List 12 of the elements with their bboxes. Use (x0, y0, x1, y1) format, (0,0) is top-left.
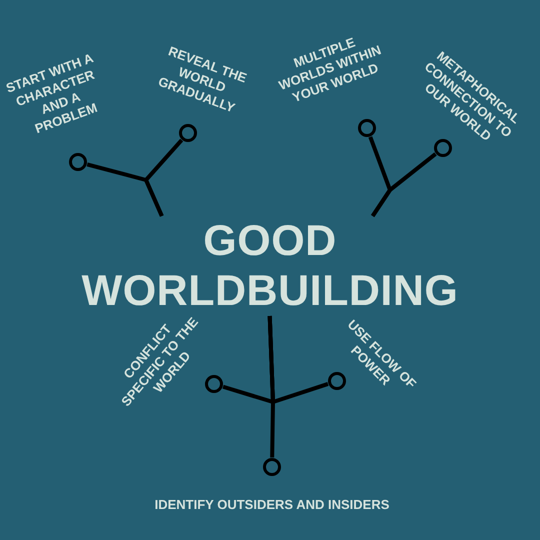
circle-node (204, 374, 222, 392)
circle-node (358, 118, 376, 136)
circle-node (178, 124, 196, 142)
title-text: GOOD WORLDBUILDING (82, 216, 458, 316)
connector-line (268, 316, 275, 458)
circle-node (434, 138, 452, 156)
connector-line (144, 138, 184, 217)
branch-label: IDENTIFY OUTSIDERS AND INSIDERS (154, 496, 390, 514)
circle-node (68, 152, 86, 170)
circle-node (328, 372, 346, 390)
connector-line (371, 152, 437, 218)
circle-node (262, 458, 280, 476)
